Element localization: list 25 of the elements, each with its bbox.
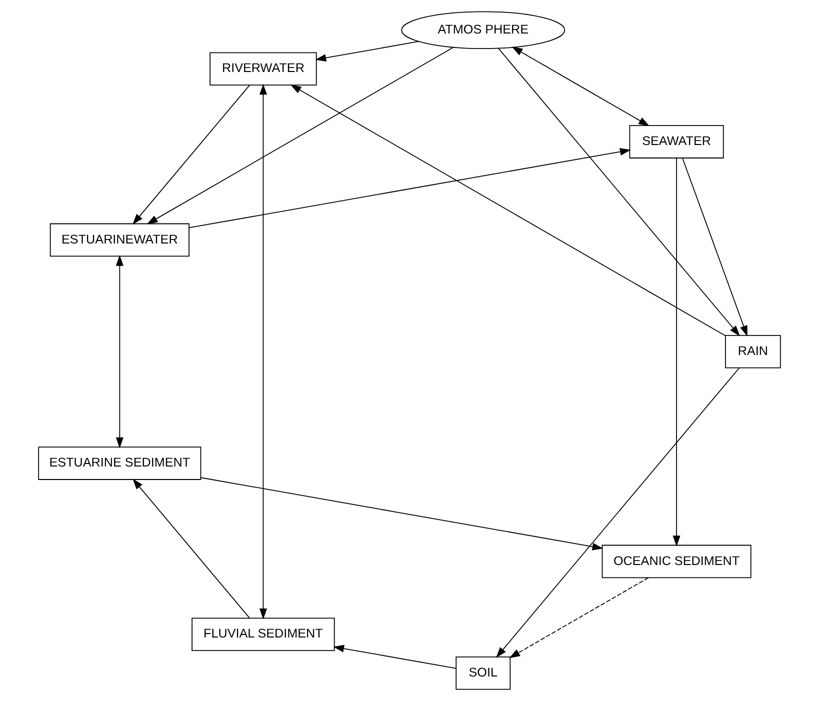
- node-box: SOIL: [456, 656, 511, 690]
- node-box: FLUVIAL SEDIMENT: [192, 618, 335, 652]
- node-box: ESTUARINEWATER: [50, 223, 190, 257]
- arrow: [315, 41, 420, 62]
- arrow: [259, 84, 268, 620]
- arrow: [132, 84, 250, 225]
- arrow: [132, 478, 250, 618]
- arrow: [200, 477, 604, 550]
- arrow: [512, 46, 650, 126]
- arrow: [116, 255, 124, 448]
- arrow: [290, 84, 726, 336]
- arrow: [496, 368, 740, 658]
- node-box: RAIN: [725, 334, 781, 368]
- arrow: [146, 47, 454, 224]
- arrow: [498, 48, 740, 336]
- node-box: ESTUARINE SEDIMENT: [38, 446, 202, 480]
- arrow: [682, 158, 748, 337]
- node-box: OCEANIC SEDIMENT: [602, 544, 752, 578]
- arrow: [188, 148, 631, 228]
- node-ellipse: ATMOS PHERE: [401, 11, 566, 50]
- node-box: RIVERWATER: [210, 52, 317, 86]
- node-box: SEAWATER: [629, 125, 724, 158]
- arrow: [672, 158, 680, 546]
- arrow: [509, 577, 649, 658]
- arrow: [333, 644, 456, 669]
